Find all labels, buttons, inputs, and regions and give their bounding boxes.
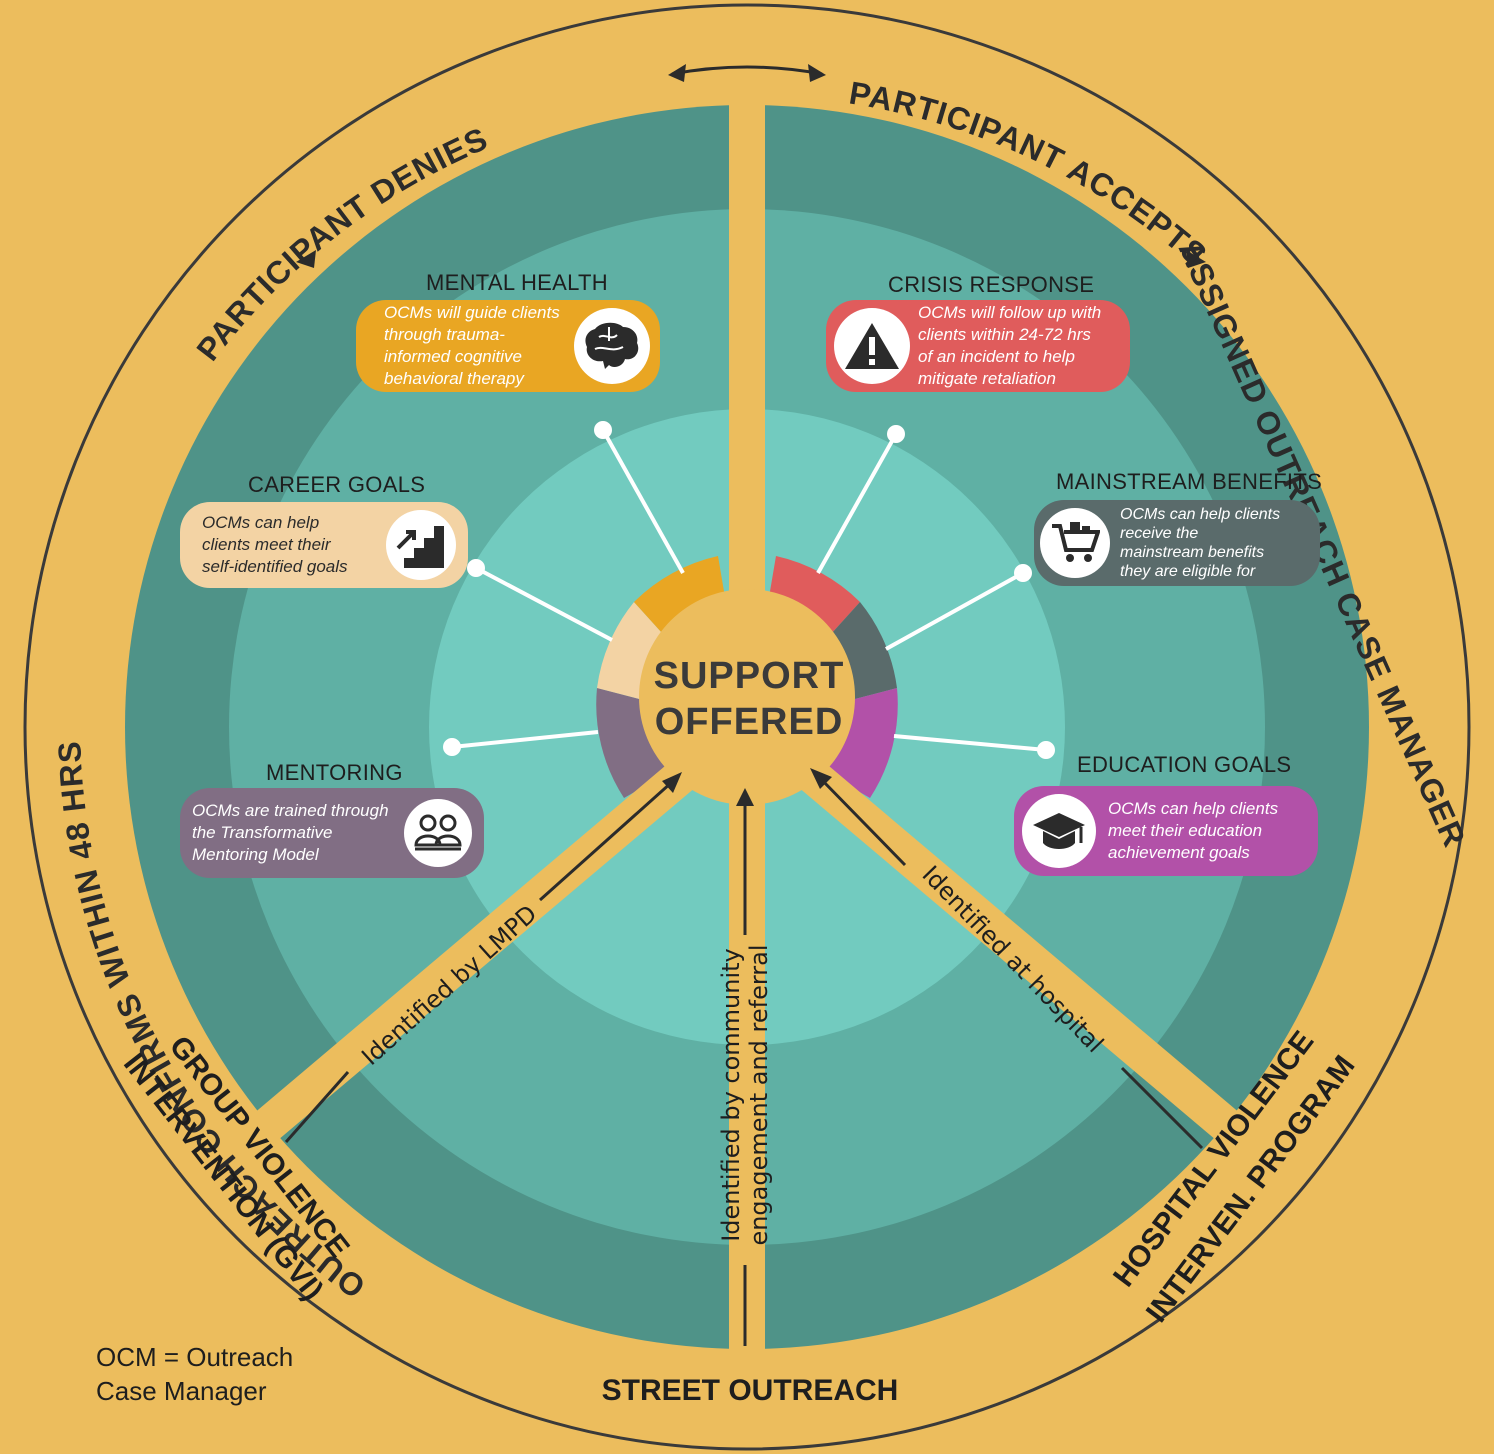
community-path-label-line2: engagement and referral (745, 944, 773, 1245)
connector-mentoring (451, 730, 599, 749)
lmpd-arrow-line (539, 780, 673, 902)
right-spoke (782, 746, 1244, 1144)
hospital-arrowhead (810, 768, 832, 789)
mental-health-title: MENTAL HEALTH (426, 270, 608, 295)
graduation-cap-icon (1022, 794, 1096, 868)
education-goals-title: EDUCATION GOALS (1077, 752, 1292, 777)
career-goals-title: CAREER GOALS (248, 472, 426, 497)
center-title-line1: SUPPORT (654, 655, 845, 697)
connector-mental-health (601, 429, 685, 574)
lmpd-tail-line (284, 1071, 350, 1143)
connector-mainstream-benefits (885, 571, 1024, 651)
center-title-line2: OFFERED (655, 701, 844, 743)
warning-icon (834, 308, 910, 384)
lmpd-arrowhead (662, 772, 682, 793)
denies-accepts-double-arrow (671, 65, 823, 76)
legend-line2: Case Manager (96, 1376, 267, 1406)
connector-crisis-response (816, 433, 898, 574)
brain-icon (574, 308, 650, 384)
cart-icon (1040, 508, 1110, 578)
mentoring-title: MENTORING (266, 760, 403, 785)
connector-education-goals (893, 734, 1047, 752)
community-arrowhead (736, 788, 754, 806)
people-icon (404, 799, 472, 867)
hospital-tail-line (1120, 1066, 1204, 1150)
accepts-arrow-icon (1186, 250, 1206, 268)
legend-line1: OCM = Outreach (96, 1342, 294, 1372)
crisis-response-title: CRISIS RESPONSE (888, 272, 1095, 297)
street-outreach-label: STREET OUTREACH (602, 1374, 899, 1407)
center-circle (639, 589, 855, 805)
community-path-label-line1: Identified by community (717, 948, 745, 1242)
mainstream-benefits-title: MAINSTREAM BENEFITS (1056, 469, 1323, 494)
connector-career-goals (475, 566, 613, 642)
ocm-legend: OCM = Outreach Case Manager (96, 1340, 293, 1408)
outer-ring-border (23, 3, 1471, 1451)
hospital-arrow-line (818, 776, 907, 867)
denies-arrow-icon (296, 250, 316, 268)
stairs-icon (386, 510, 456, 580)
